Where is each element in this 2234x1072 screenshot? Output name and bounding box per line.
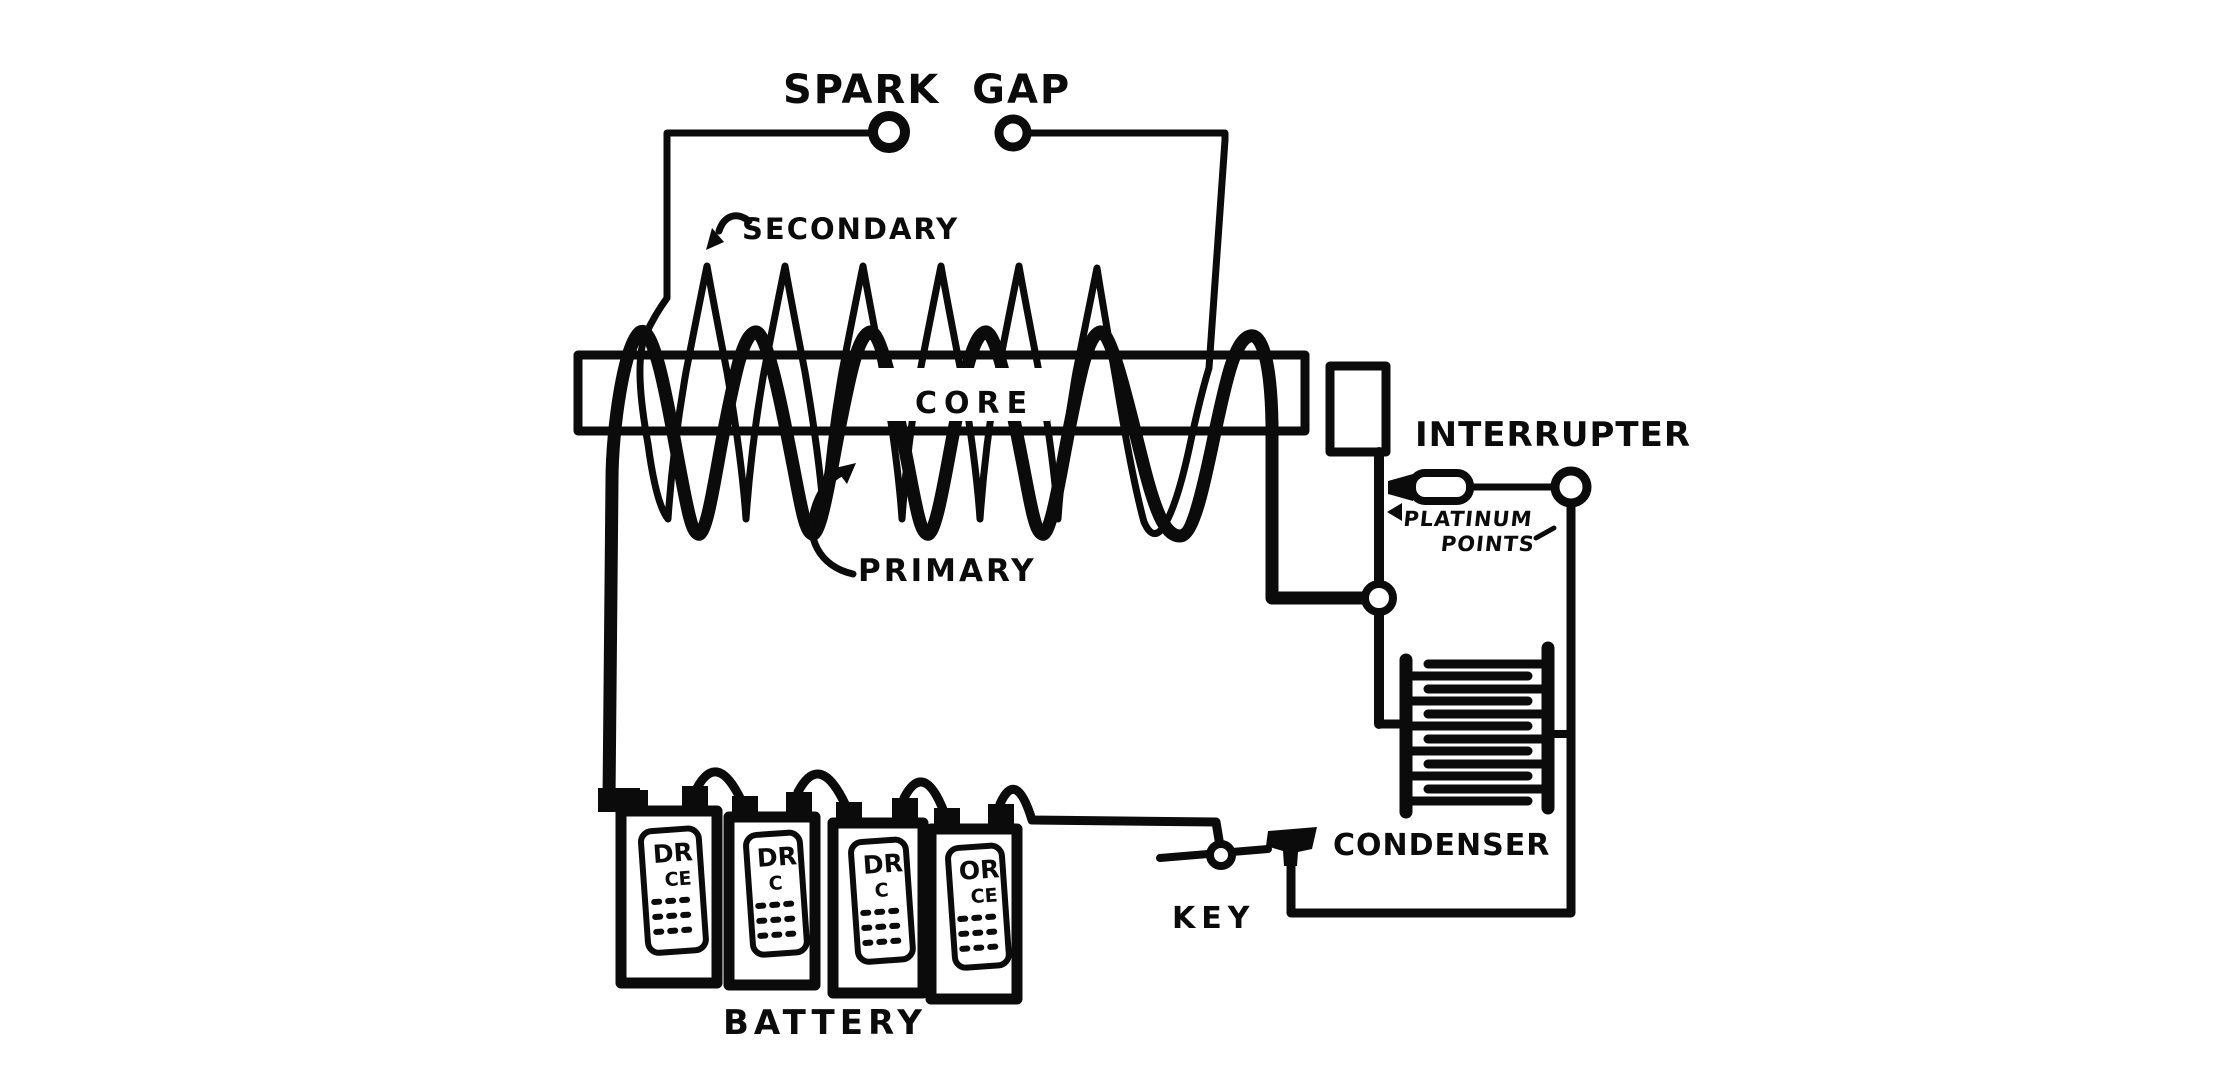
battery-cell: DR C xyxy=(827,798,929,999)
cell-brand-line2: C xyxy=(768,872,783,895)
platinum-points-label-line2: POINTS xyxy=(1440,531,1537,556)
key-knob xyxy=(1266,827,1317,866)
primary-winding-path xyxy=(602,325,1373,806)
spring-arm-pivot xyxy=(1550,466,1592,508)
battery: DR CE DR C xyxy=(598,767,1225,1043)
condenser-right-plates xyxy=(1423,659,1553,794)
primary-coil xyxy=(602,325,1373,806)
secondary-arrow xyxy=(715,212,753,235)
platinum-contact-icon xyxy=(1388,474,1413,501)
telegraph-key: KEY xyxy=(1156,827,1317,936)
cell-brand-line2: CE xyxy=(664,867,692,891)
cell-label-panel: DR C xyxy=(848,836,916,965)
battery-to-key-wire xyxy=(995,784,1225,851)
spring-arm-and-return-wire xyxy=(1286,498,1576,918)
secondary-coil xyxy=(636,129,1229,538)
spark-gap-label: SPARK GAP xyxy=(783,67,1071,113)
cell-brand-line2: C xyxy=(874,879,889,902)
battery-label: BATTERY xyxy=(723,1003,927,1043)
secondary-winding-path xyxy=(636,129,1229,538)
primary-arrow xyxy=(808,469,857,578)
spark-gap-electrode-right xyxy=(994,114,1032,152)
secondary-arrowhead-icon xyxy=(706,228,724,250)
cell-label-panel: DR C xyxy=(743,829,810,958)
core-label: CORE xyxy=(915,386,1034,421)
cell-label-panel: OR CE xyxy=(945,842,1012,971)
interrupter-standard-block xyxy=(1325,361,1391,457)
primary-arrowhead-icon xyxy=(835,463,856,484)
core-label-backplate xyxy=(878,368,1050,421)
platinum-points-label-line1: PLATINUM xyxy=(1402,506,1534,531)
cell-brand-line2: CE xyxy=(970,884,998,908)
battery-cell: OR CE xyxy=(925,804,1023,1005)
cell-brand-line1: DR xyxy=(756,841,798,873)
platinum-points-arrowhead-icon xyxy=(1387,503,1402,521)
platinum-points-tick xyxy=(1533,525,1557,541)
key-label: KEY xyxy=(1172,901,1255,936)
secondary-label: SECONDARY xyxy=(742,212,959,246)
spark-gap-electrode-left xyxy=(868,111,910,153)
battery-series-arcs xyxy=(689,767,1225,851)
condenser-label: CONDENSER xyxy=(1333,828,1550,863)
cell-brand-line1: DR xyxy=(652,837,694,869)
platinum-points-caption: PLATINUM POINTS xyxy=(1402,506,1537,556)
cell-label-panel: DR CE xyxy=(637,825,709,956)
cell-brand-line1: OR xyxy=(958,854,1000,886)
cell-brand-line1: DR xyxy=(862,848,904,880)
secondary-callout: SECONDARY xyxy=(706,212,959,250)
condenser-left-plates xyxy=(1405,671,1533,806)
interrupter: INTERRUPTER PLATINUM POINTS xyxy=(1286,415,1691,918)
primary-label: PRIMARY xyxy=(858,553,1037,589)
battery-cell: DR C xyxy=(723,792,821,991)
key-pivot xyxy=(1206,840,1236,870)
battery-cell: DR CE xyxy=(615,786,723,989)
adjusting-screw-body xyxy=(1408,469,1474,505)
primary-junction-binding-post xyxy=(1361,580,1397,616)
interrupter-label: INTERRUPTER xyxy=(1415,415,1691,455)
spark-gap: SPARK GAP xyxy=(783,67,1071,153)
condenser: CONDENSER xyxy=(1333,641,1575,863)
primary-callout: PRIMARY xyxy=(808,463,1037,589)
